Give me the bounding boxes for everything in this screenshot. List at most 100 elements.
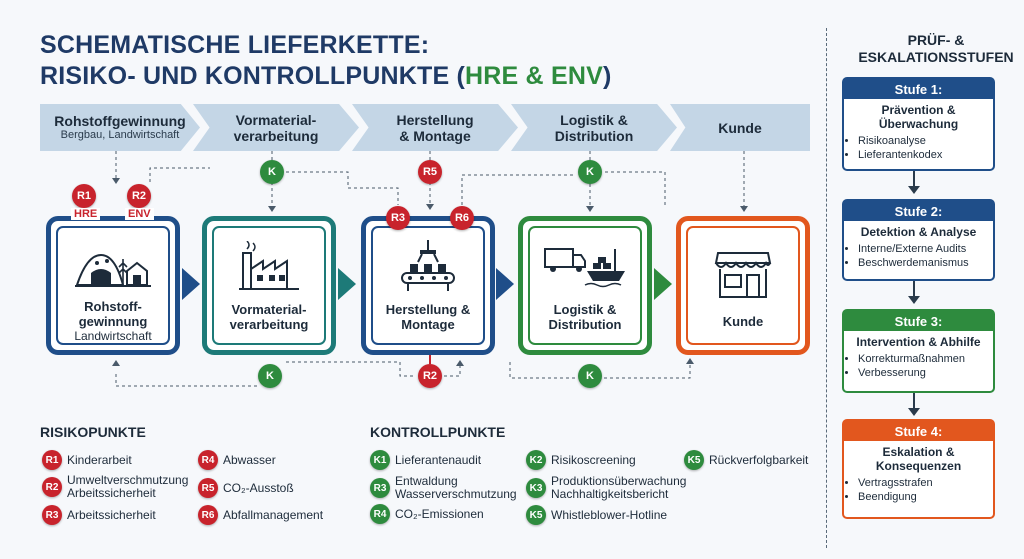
header-step-1: Rohstoffgewinnung Bergbau, Landwirtschaf…	[40, 104, 200, 151]
control-legend-item: K5 Rückverfolgbarkeit	[684, 450, 808, 470]
risk-legend-text: Kinderarbeit	[67, 452, 132, 467]
control-legend-text: Risikoscreening	[551, 452, 636, 467]
control-code-badge: R3	[370, 478, 390, 498]
risk-code-badge: R5	[198, 478, 218, 498]
header-step-title: Logistik & Distribution	[554, 111, 634, 144]
stage-sublabel: Landwirtschaft	[74, 329, 152, 343]
control-legend-text: Produktionsüberwachung Nachhaltigkeitsbe…	[551, 474, 687, 501]
stufe-name: Detektion & Analyse	[860, 225, 977, 239]
escalation-title: PRÜF- & ESKALATIONSSTUFEN	[858, 32, 1014, 65]
control-marker-k: K	[260, 160, 284, 184]
risk-legend-item: R5 CO₂-Ausstoß	[198, 478, 294, 498]
risk-marker-r1-tag: HRE	[71, 208, 101, 220]
stufe-list: Interne/Externe Audits Beschwerdemanismu…	[844, 242, 993, 270]
title-line-1: SCHEMATISCHE LIEFERKETTE:	[40, 31, 430, 59]
title-line-2: RISIKO- UND KONTROLLPUNKTE (HRE & ENV)	[40, 62, 612, 90]
control-legend-item: K3 Produktionsüberwachung Nachhaltigkeit…	[526, 475, 686, 501]
control-legend-heading: KONTROLLPUNKTE	[370, 424, 506, 440]
control-code-badge: K3	[526, 478, 546, 498]
risk-code-badge: R4	[198, 450, 218, 470]
escalation-arrow	[913, 171, 915, 187]
control-legend-item: K1 Lieferantenaudit	[370, 450, 481, 470]
risk-marker-r5: R5	[418, 160, 442, 184]
stufe-list: Korrekturmaßnahmen Verbesserung	[844, 352, 993, 380]
control-marker-k: K	[578, 364, 602, 388]
control-legend-text: Rückverfolgbarkeit	[709, 452, 809, 467]
control-legend-text: Entwaldung Wasserverschmutzung	[395, 474, 517, 501]
stufe-header: Stufe 2:	[844, 201, 993, 221]
connector-lines	[112, 151, 748, 387]
stufe-header: Stufe 3:	[844, 311, 993, 331]
header-step-title: Rohstoffgewinnung	[54, 113, 186, 129]
stufe-name: Prävention & Überwachung	[878, 103, 959, 131]
stage-label: Logistik & Distribution	[548, 302, 622, 332]
stufe-4-card: Stufe 4: Eskalation & Konsequenzen Vertr…	[842, 419, 995, 519]
control-marker-k: K	[258, 364, 282, 388]
risk-legend-text: Abwasser	[223, 452, 276, 467]
control-code-badge: R4	[370, 504, 390, 524]
stage-logistik: Logistik & Distribution	[518, 216, 652, 355]
flow-arrow	[338, 268, 356, 300]
control-legend-item: K2 Risikoscreening	[526, 450, 636, 470]
risk-legend-text: Abfallmanagement	[223, 507, 324, 522]
header-step-title: Kunde	[718, 119, 762, 136]
truck-ship-icon	[543, 238, 627, 294]
risk-legend-text: Arbeitssicherheit	[67, 507, 156, 522]
risk-legend-item: R1 Kinderarbeit	[42, 450, 132, 470]
header-step-4: Logistik & Distribution	[511, 104, 677, 151]
stage-label: Kunde	[722, 314, 764, 329]
flow-arrow	[654, 268, 672, 300]
risk-code-badge: R2	[42, 477, 62, 497]
stage-label: Rohstoff- gewinnung	[78, 299, 148, 329]
risk-legend-item: R3 Arbeitssicherheit	[42, 505, 156, 525]
stufe-list-item: Verbesserung	[858, 366, 993, 380]
header-step-sub: Bergbau, Landwirtschaft	[60, 129, 180, 141]
stufe-list-item: Risikoanalyse	[858, 134, 993, 148]
escalation-arrow-head	[908, 408, 920, 416]
control-code-badge: K1	[370, 450, 390, 470]
risk-legend-item: R6 Abfallmanagement	[198, 505, 323, 525]
stufe-list-item: Interne/Externe Audits	[858, 242, 993, 256]
stufe-name: Intervention & Abhilfe	[856, 335, 981, 349]
header-step-title: Herstellung & Montage	[396, 111, 474, 144]
stufe-list: Vertragsstrafen Beendigung	[844, 476, 993, 504]
risk-code-badge: R3	[42, 505, 62, 525]
stufe-list: Risikoanalyse Lieferantenkodex	[844, 134, 993, 162]
stufe-name: Eskalation & Konsequenzen	[875, 445, 962, 473]
escalation-arrow-head	[908, 296, 920, 304]
column-divider	[826, 28, 827, 548]
stage-kunde: Kunde	[676, 216, 810, 355]
escalation-arrow	[913, 281, 915, 297]
escalation-arrow	[913, 393, 915, 409]
control-code-badge: K5	[526, 505, 546, 525]
control-code-badge: K2	[526, 450, 546, 470]
stage-herstellung: Herstellung & Montage	[361, 216, 495, 355]
flow-arrow	[182, 268, 200, 300]
risk-marker-r2: R2	[127, 184, 151, 208]
risk-marker-r2-bottom: R2	[418, 364, 442, 388]
control-legend-text: Lieferantenaudit	[395, 452, 482, 467]
control-legend-text: CO₂-Emissionen	[395, 506, 484, 521]
control-legend-item: K5 Whistleblower-Hotline	[526, 505, 667, 525]
stufe-list-item: Korrekturmaßnahmen	[858, 352, 993, 366]
risk-legend-text: Umweltverschmutzung Arbeitssicherheit	[67, 473, 189, 500]
store-icon	[714, 246, 772, 302]
stufe-list-item: Beendigung	[858, 490, 993, 504]
mine-farm-icon	[73, 238, 153, 291]
control-legend-item: R3 Entwaldung Wasserverschmutzung	[370, 475, 517, 501]
risk-marker-r1: R1	[72, 184, 96, 208]
stage-vormaterialverarbeitung: Vormaterial- verarbeitung	[202, 216, 336, 355]
control-marker-k: K	[578, 160, 602, 184]
risk-legend-item: R2 Umweltverschmutzung Arbeitssicherheit	[42, 474, 188, 500]
stufe-1-card: Stufe 1: Prävention & Überwachung Risiko…	[842, 77, 995, 171]
stage-label: Vormaterial- verarbeitung	[229, 302, 309, 332]
header-step-title: Vormaterial- verarbeitung	[233, 111, 319, 144]
flow-arrow	[496, 268, 514, 300]
risk-legend-item: R4 Abwasser	[198, 450, 276, 470]
assembly-icon	[396, 238, 460, 294]
control-legend-text: Whistleblower-Hotline	[551, 507, 668, 522]
stufe-list-item: Beschwerdemanismus	[858, 256, 993, 270]
header-step-2: Vormaterial- verarbeitung	[193, 104, 359, 151]
header-step-3: Herstellung & Montage	[352, 104, 518, 151]
control-legend-item: R4 CO₂-Emissionen	[370, 504, 484, 524]
